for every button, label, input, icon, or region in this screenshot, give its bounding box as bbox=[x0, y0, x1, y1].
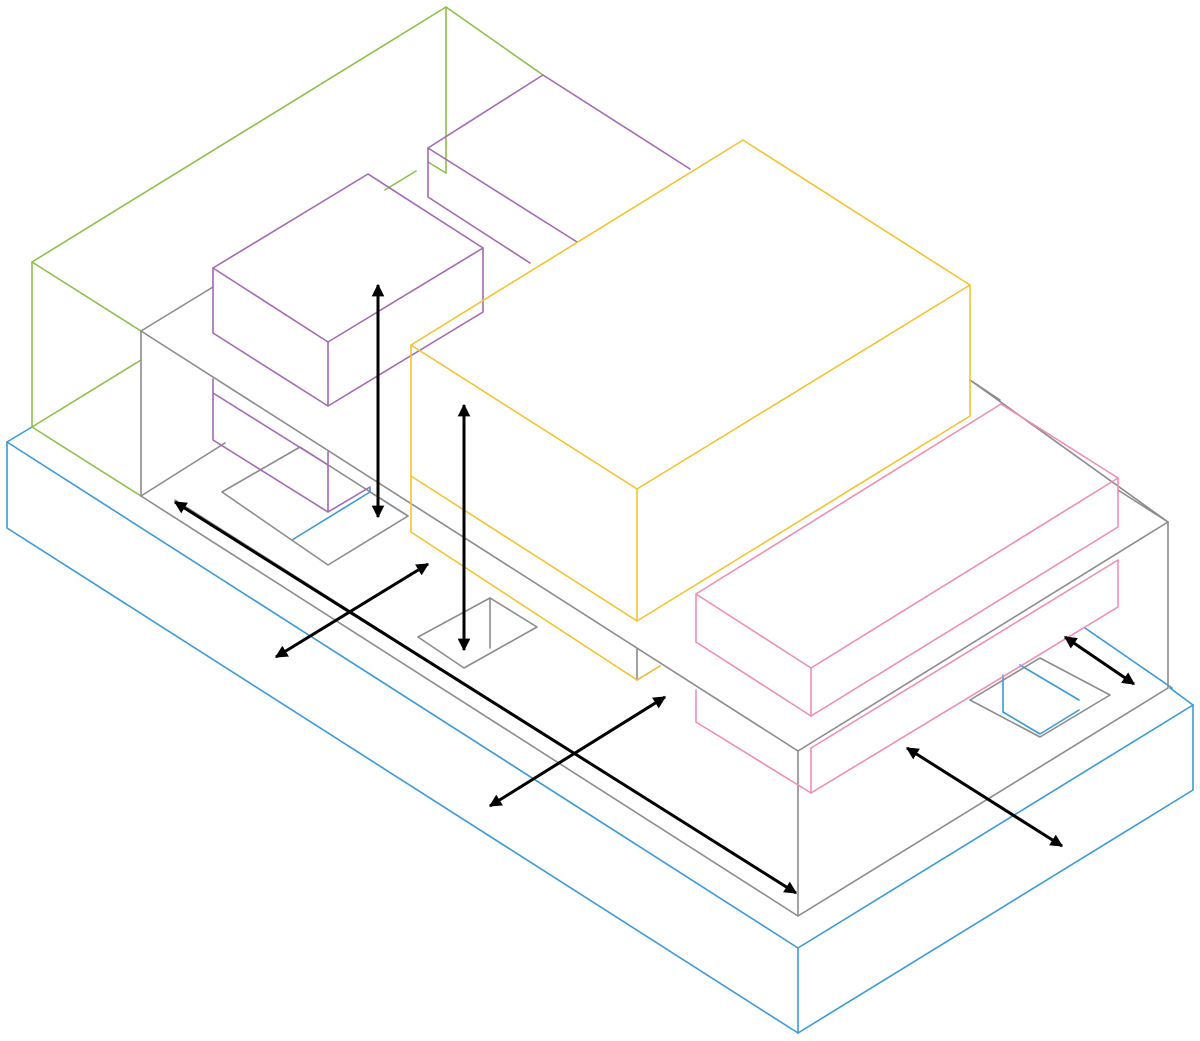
rear-bar-top bbox=[427, 74, 691, 170]
base-top-back-left bbox=[6, 426, 33, 443]
right-upper-top bbox=[695, 403, 1119, 669]
base-top-front bbox=[6, 441, 1194, 949]
lower-block-outline bbox=[212, 378, 371, 513]
podium-top-front bbox=[140, 330, 1169, 752]
lower-block-top bbox=[212, 392, 329, 466]
base-top-back-right bbox=[1169, 687, 1194, 706]
central-top bbox=[410, 139, 971, 490]
envelope-inner-diagonal bbox=[31, 359, 142, 428]
rear-bar-top-edge bbox=[427, 147, 578, 243]
podium-frame bbox=[140, 286, 1169, 917]
envelope-left-side bbox=[31, 261, 142, 332]
right-court-opening bbox=[1002, 709, 1080, 735]
central-block bbox=[410, 139, 971, 681]
podium-right-step bbox=[1117, 489, 1169, 523]
right-lower-top bbox=[810, 559, 1119, 749]
short-arrow-right bbox=[1063, 635, 1136, 686]
right-upper-sides bbox=[695, 477, 1119, 717]
right-court-line-a bbox=[1019, 664, 1080, 701]
right-blocks bbox=[695, 403, 1119, 794]
cross-arrow-right bbox=[905, 746, 1064, 848]
right-void bbox=[969, 657, 1111, 738]
podium-back-left bbox=[140, 286, 214, 332]
cross-arrow-center bbox=[488, 695, 667, 808]
front-block-top bbox=[212, 173, 484, 343]
central-sides bbox=[410, 284, 971, 622]
upper-left-blocks bbox=[212, 74, 691, 513]
site-envelope bbox=[31, 6, 544, 497]
podium-inner-floor bbox=[140, 442, 226, 497]
center-void bbox=[417, 597, 538, 669]
base-platform bbox=[6, 426, 1194, 1034]
cross-arrow-left bbox=[274, 562, 430, 659]
envelope-back-right bbox=[427, 161, 447, 174]
envelope-left-base bbox=[31, 426, 142, 497]
rear-bar-front bbox=[427, 147, 531, 264]
circulation-arrows bbox=[173, 283, 1136, 895]
podium-front-top-right bbox=[969, 379, 1001, 401]
envelope-back-left bbox=[384, 170, 417, 191]
envelope-outline bbox=[31, 6, 544, 428]
